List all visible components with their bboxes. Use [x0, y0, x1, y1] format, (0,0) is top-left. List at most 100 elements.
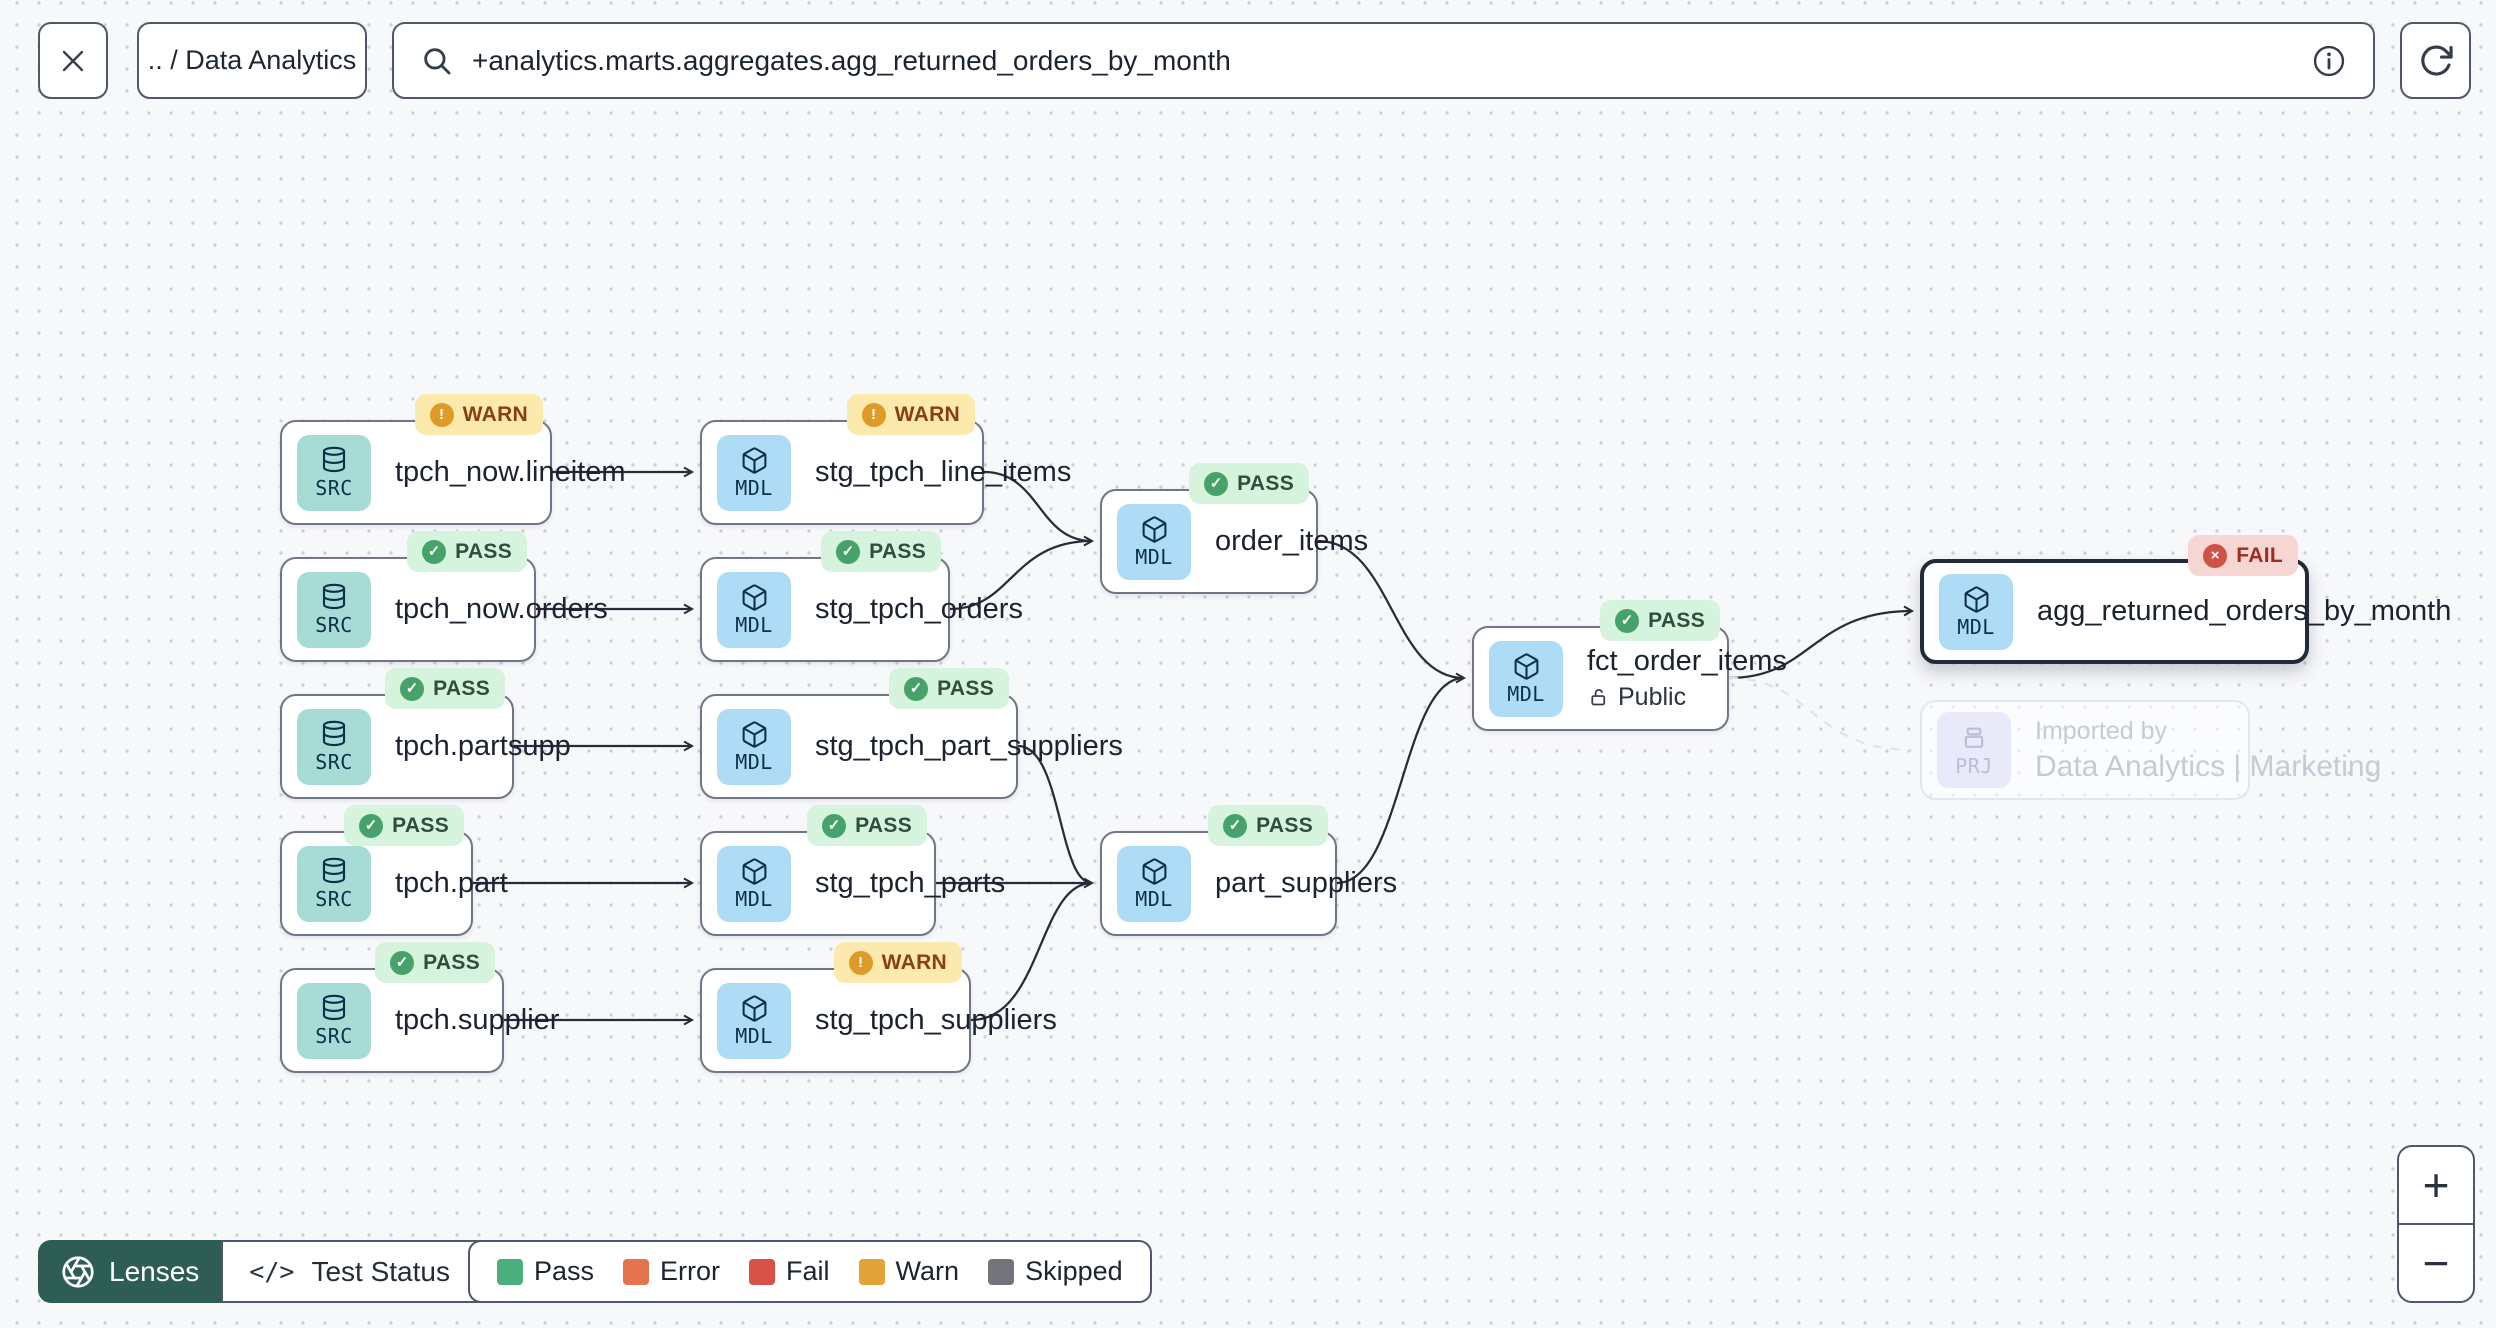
node-label: stg_tpch_orders — [815, 593, 1023, 625]
status-label: PASS — [1256, 813, 1313, 837]
legend-swatch — [749, 1258, 776, 1285]
node-body: tpch_now.lineitem — [395, 456, 626, 489]
node-stg_tpch_orders[interactable]: MDL stg_tpch_orders ✓PASS — [700, 531, 1023, 662]
node-body: tpch.part — [395, 867, 508, 900]
info-icon[interactable] — [2311, 43, 2347, 79]
status-badge-pass: ✓PASS — [1189, 463, 1309, 504]
access-level-label: Public — [1618, 683, 1687, 711]
node-label: stg_tpch_line_items — [815, 456, 1072, 488]
node-body: stg_tpch_parts — [815, 867, 1005, 900]
status-label: PASS — [869, 539, 926, 563]
refresh-button[interactable] — [2400, 22, 2471, 99]
lenses-button[interactable]: Lenses — [38, 1240, 222, 1303]
node-tpch_now_lineitem[interactable]: SRC tpch_now.lineitem! WARN — [280, 394, 626, 525]
resource-type-label: MDL — [1507, 681, 1545, 706]
status-badge-warn: !WARN — [846, 394, 975, 435]
node-tpch_now_orders[interactable]: SRC tpch_now.orders ✓ PASS — [280, 531, 608, 662]
model-icon: MDL — [717, 571, 791, 648]
legend-swatch — [858, 1258, 885, 1285]
model-icon: MDL — [717, 982, 791, 1059]
legend-label: Pass — [534, 1256, 595, 1286]
model-icon: MDL — [717, 708, 791, 785]
status-icon: ! — [848, 950, 873, 975]
status-badge-fail: ×FAIL — [2188, 535, 2298, 576]
resource-type-label: MDL — [735, 886, 773, 911]
node-body: tpch_now.orders — [395, 593, 608, 626]
resource-type-label: MDL — [1135, 544, 1173, 569]
node-label: tpch.part — [395, 867, 508, 899]
status-label: PASS — [455, 539, 512, 563]
node-label: part_suppliers — [1215, 867, 1398, 899]
model-icon: MDL — [1939, 573, 2013, 650]
status-badge-pass: ✓PASS — [889, 668, 1009, 709]
legend-label: Error — [660, 1256, 721, 1286]
node-body: stg_tpch_part_suppliers — [815, 730, 1123, 763]
status-icon: ✓ — [904, 676, 929, 701]
status-icon: ✓ — [822, 813, 847, 838]
legend-item-fail: Fail — [749, 1256, 830, 1287]
model-icon: MDL — [1117, 503, 1191, 580]
status-badge-warn: ! WARN — [833, 942, 962, 983]
status-icon: ✓ — [422, 539, 447, 564]
status-badge-warn: ! WARN — [414, 394, 543, 435]
resource-type-label: MDL — [735, 475, 773, 500]
search-bar[interactable] — [392, 22, 2375, 99]
node-body: tpch.supplier — [395, 1004, 559, 1037]
node-body: stg_tpch_suppliers — [815, 1004, 1057, 1037]
legend-item-pass: Pass — [497, 1256, 594, 1287]
edge — [970, 881, 1093, 1022]
resource-type-label: SRC — [315, 1024, 353, 1048]
zoom-out-button[interactable]: − — [2399, 1223, 2473, 1301]
close-button[interactable] — [38, 22, 108, 99]
node-body: stg_tpch_line_items — [815, 456, 1072, 489]
status-label: PASS — [1648, 608, 1705, 632]
status-icon: ✓ — [400, 676, 425, 701]
status-label: WARN — [462, 402, 528, 426]
status-badge-pass: ✓PASS — [385, 668, 505, 709]
project-icon: PRJ — [1937, 712, 2011, 788]
refresh-icon — [2420, 45, 2453, 75]
search-input[interactable] — [470, 43, 2295, 78]
breadcrumb[interactable]: .. / Data Analytics — [137, 22, 367, 99]
status-icon: × — [2203, 543, 2228, 568]
resource-type-label: MDL — [735, 1023, 773, 1048]
model-icon: MDL — [717, 845, 791, 922]
resource-type-label: SRC — [315, 476, 353, 500]
source-icon: SRC — [297, 571, 371, 648]
edge — [1728, 676, 1913, 752]
node-stg_tpch_part_suppliers[interactable]: MDL stg_tpch_part_suppliers ✓PASS — [700, 668, 1123, 799]
edge — [1336, 676, 1465, 885]
legend-swatch — [988, 1258, 1015, 1285]
resource-type-label: MDL — [735, 749, 773, 774]
status-label: WARN — [881, 950, 947, 974]
status-badge-pass: ✓PASS — [821, 531, 941, 572]
node-body: stg_tpch_orders — [815, 593, 1023, 626]
edge — [983, 470, 1095, 547]
status-badge-pass: ✓PASS — [1208, 805, 1328, 846]
status-icon: ! — [429, 402, 454, 427]
node-label: stg_tpch_part_suppliers — [815, 730, 1123, 762]
node-label: tpch_now.lineitem — [395, 456, 626, 488]
resource-type-label: SRC — [315, 750, 353, 774]
status-label: PASS — [423, 950, 480, 974]
edge — [949, 539, 1093, 611]
legend-swatch — [623, 1258, 650, 1285]
node-stg_tpch_line_items[interactable]: MDL stg_tpch_line_items !WARN — [700, 394, 1072, 525]
zoom-in-button[interactable]: + — [2422, 1159, 2450, 1211]
status-badge-pass: ✓PASS — [1600, 600, 1720, 641]
resource-type-label: MDL — [735, 612, 773, 637]
node-stg_tpch_suppliers[interactable]: MDL stg_tpch_suppliers! WARN — [700, 942, 1057, 1073]
access-badge: Public — [1587, 683, 1703, 712]
imported-project-name: Data Analytics | Marketing — [2035, 749, 2382, 783]
